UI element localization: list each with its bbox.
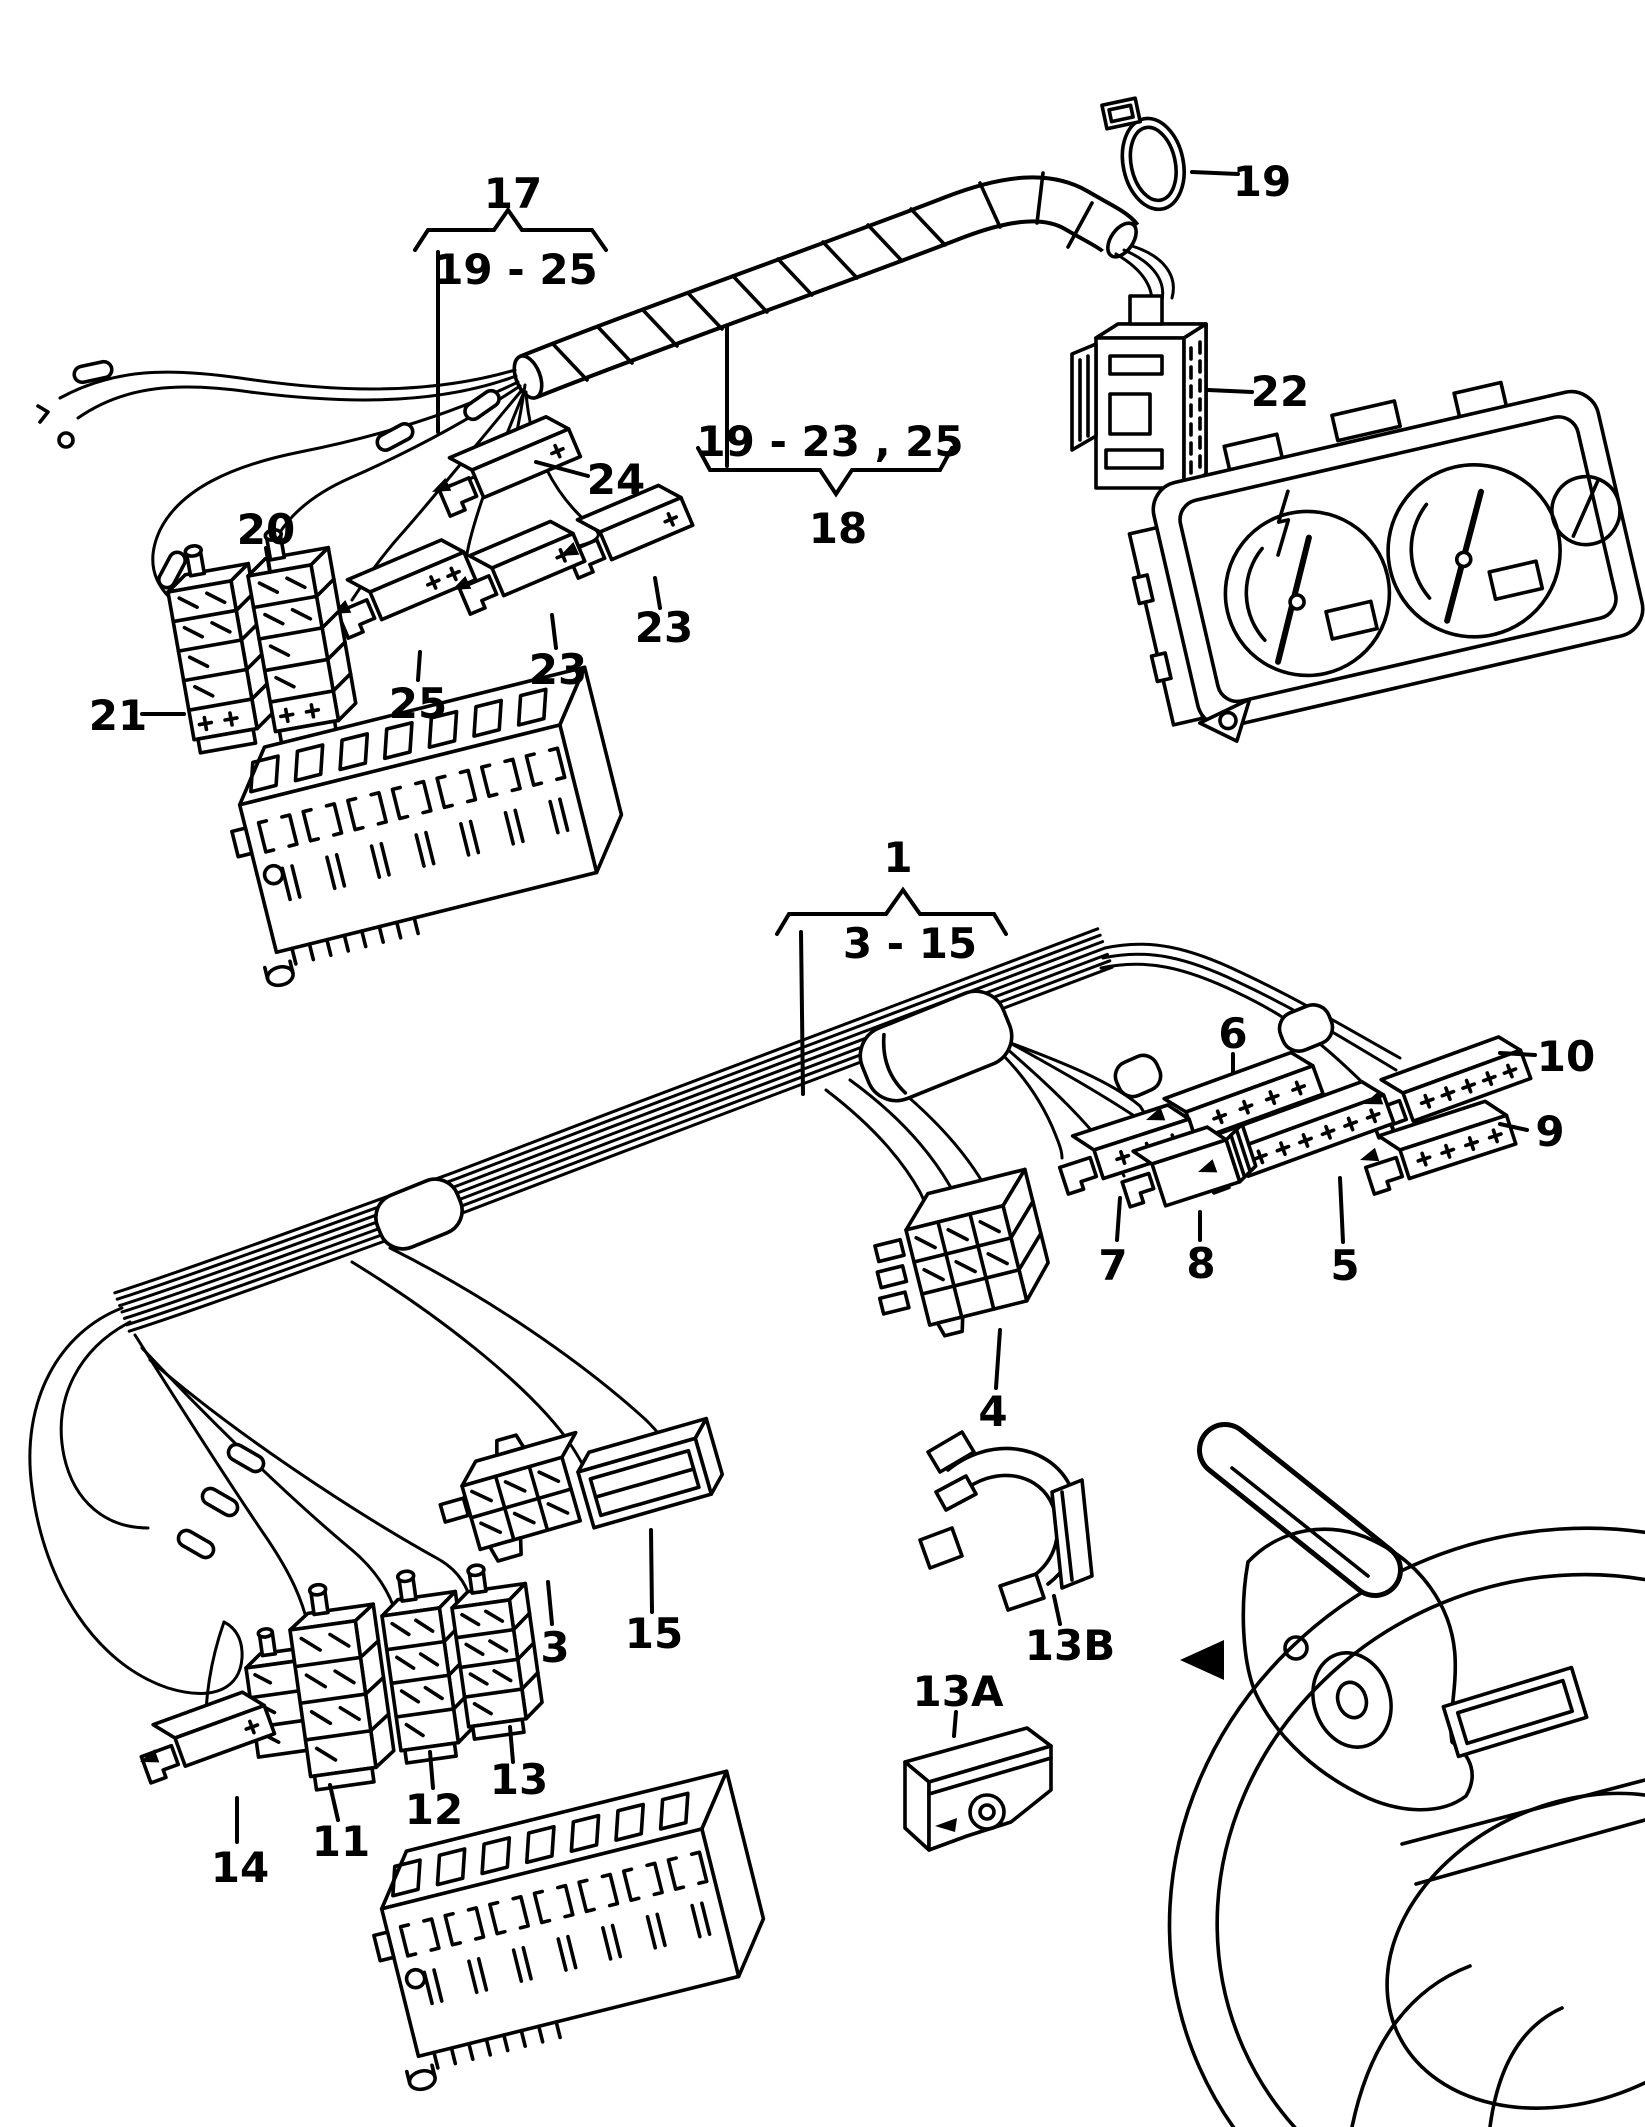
label-17: 17 xyxy=(484,169,542,218)
callout-17: 17 19 - 25 xyxy=(413,169,608,434)
connector-4 xyxy=(873,1167,1050,1338)
label-15: 15 xyxy=(625,1609,683,1658)
callout-18: 19 - 23 , 25 18 xyxy=(696,324,964,553)
clip-13B xyxy=(918,1430,1094,1612)
label-18: 18 xyxy=(809,504,867,553)
instrument-cluster xyxy=(1127,380,1645,743)
label-24: 24 xyxy=(587,455,645,504)
bracket-13A xyxy=(903,1726,1053,1852)
bracket-17 xyxy=(413,206,608,252)
upper-leader-lines xyxy=(140,170,1254,716)
ignition-ring xyxy=(1311,1651,1393,1749)
connector-3 xyxy=(438,1430,582,1563)
harness-tube-17 xyxy=(512,171,1140,400)
label-5: 5 xyxy=(1330,1241,1359,1290)
label-9: 9 xyxy=(1535,1107,1564,1156)
connector-24 xyxy=(437,415,583,518)
label-20: 20 xyxy=(237,505,295,554)
label-13: 13 xyxy=(490,1755,548,1804)
connector-15 xyxy=(576,1416,725,1530)
connector-towers-11-12-13 xyxy=(244,1563,544,1792)
label-11: 11 xyxy=(312,1817,370,1866)
fuse-box-lower xyxy=(372,1769,766,2092)
leader-1 xyxy=(799,930,805,1096)
connector-9 xyxy=(1363,1099,1518,1196)
hub-slot xyxy=(1441,1665,1589,1759)
label-14: 14 xyxy=(211,1843,269,1892)
connector-8 xyxy=(1120,1122,1258,1209)
connector-25 xyxy=(335,538,478,640)
label-10: 10 xyxy=(1537,1032,1595,1081)
label-13B: 13B xyxy=(1025,1621,1115,1670)
steering-column-and-wheel xyxy=(1167,1422,1645,2127)
column-stalk-lever xyxy=(1197,1422,1403,1598)
label-22: 22 xyxy=(1251,367,1309,416)
label-12: 12 xyxy=(405,1785,463,1834)
label-25: 25 xyxy=(389,679,447,728)
bundle-left-fan xyxy=(28,1246,674,1740)
connector-towers-20-21 xyxy=(166,528,358,755)
label-range-19-25: 19 - 25 xyxy=(434,245,598,294)
connector-23-right xyxy=(565,483,695,580)
label-range-19-23-25: 19 - 23 , 25 xyxy=(696,417,963,466)
connector-14 xyxy=(139,1690,277,1785)
label-4: 4 xyxy=(978,1387,1007,1436)
direction-arrow xyxy=(1180,1640,1224,1680)
spiral-wrap-hatch xyxy=(551,171,1094,382)
steering-wheel-rim xyxy=(1167,1526,1645,2127)
label-range-3-15: 3 - 15 xyxy=(843,919,977,968)
label-8: 8 xyxy=(1186,1239,1215,1288)
callout-1: 1 3 - 15 xyxy=(775,833,1008,1096)
label-3: 3 xyxy=(540,1623,569,1672)
bundle-sleeves xyxy=(374,989,1335,1251)
label-23-mid: 23 xyxy=(529,645,587,694)
label-13A: 13A xyxy=(913,1667,1004,1716)
cable-tie-19 xyxy=(1100,96,1186,212)
label-7: 7 xyxy=(1098,1241,1127,1290)
bracket-18 xyxy=(696,446,954,498)
connector-22 xyxy=(1070,294,1208,490)
horn-pad-lines xyxy=(1400,1778,1645,1886)
wheel-spokes xyxy=(1350,1964,1564,2127)
fuse-box-upper xyxy=(230,665,624,988)
lower-harness-section: 1 3 - 15 6 10 9 5 7 8 4 3 15 11 12 13 14… xyxy=(28,833,1645,2127)
label-6: 6 xyxy=(1218,1009,1247,1058)
upper-harness-section: 17 19 - 25 19 - 23 , 25 18 19 22 24 23 2… xyxy=(36,96,1645,988)
bracket-1 xyxy=(775,886,1008,936)
label-19: 19 xyxy=(1233,157,1291,206)
label-23-right: 23 xyxy=(635,603,693,652)
column-housing xyxy=(1241,1527,1474,1812)
label-21: 21 xyxy=(89,691,147,740)
label-1: 1 xyxy=(883,833,912,882)
lower-leader-lines xyxy=(235,1051,1537,1844)
